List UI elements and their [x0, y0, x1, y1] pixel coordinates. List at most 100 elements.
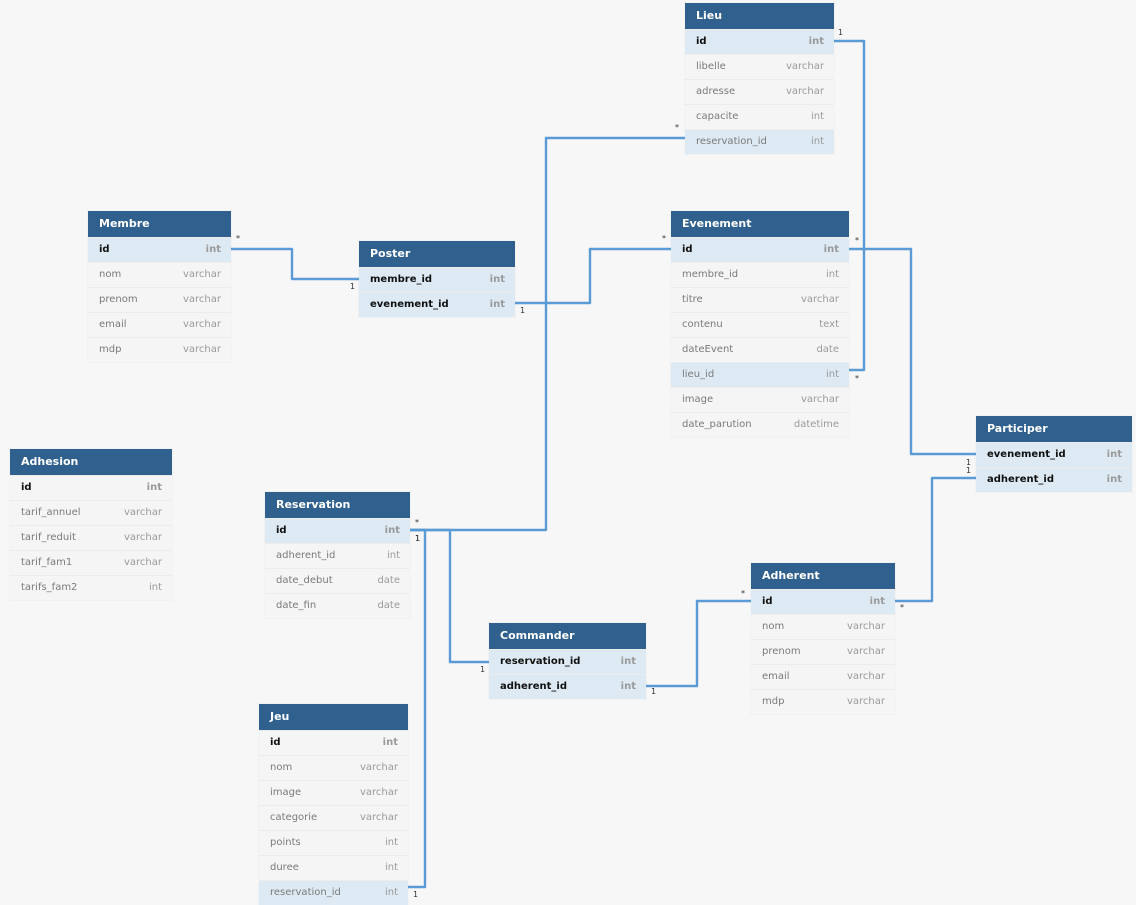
column-type: varchar	[359, 762, 398, 773]
column-type: int	[810, 136, 824, 147]
table-header[interactable]: Poster	[359, 241, 515, 267]
table-header[interactable]: Adhesion	[10, 449, 172, 475]
column-type: date	[377, 575, 400, 586]
table-header[interactable]: Jeu	[259, 704, 408, 730]
column-type: varchar	[123, 557, 162, 568]
column-name: mdp	[762, 696, 785, 707]
table-header[interactable]: Lieu	[685, 3, 834, 29]
column-type: int	[384, 837, 398, 848]
column-row[interactable]: dateEvent date	[671, 337, 849, 362]
column-type: varchar	[800, 294, 839, 305]
column-row[interactable]: points int	[259, 830, 408, 855]
column-name: prenom	[762, 646, 801, 657]
column-row[interactable]: id int	[671, 237, 849, 262]
column-type: varchar	[123, 507, 162, 518]
column-type: date	[377, 600, 400, 611]
column-row[interactable]: tarif_annuel varchar	[10, 500, 172, 525]
column-name: tarif_annuel	[21, 507, 81, 518]
column-name: membre_id	[682, 269, 739, 280]
column-type: varchar	[846, 621, 885, 632]
column-name: lieu_id	[682, 369, 715, 380]
table-header[interactable]: Commander	[489, 623, 646, 649]
column-type: varchar	[359, 787, 398, 798]
column-row[interactable]: libelle varchar	[685, 54, 834, 79]
column-type: int	[825, 369, 839, 380]
table-header[interactable]: Adherent	[751, 563, 895, 589]
table-header[interactable]: Membre	[88, 211, 231, 237]
column-row[interactable]: nom varchar	[751, 614, 895, 639]
column-name: dateEvent	[682, 344, 734, 355]
column-row[interactable]: lieu_id int	[671, 362, 849, 387]
table-header[interactable]: Evenement	[671, 211, 849, 237]
column-type: int	[489, 299, 505, 310]
column-type: date	[816, 344, 839, 355]
column-type: int	[810, 111, 824, 122]
column-type: int	[148, 582, 162, 593]
column-type: int	[205, 244, 221, 255]
column-type: varchar	[785, 61, 824, 72]
column-name: id	[682, 244, 693, 255]
table-header[interactable]: Participer	[976, 416, 1132, 442]
column-name: nom	[762, 621, 785, 632]
column-name: categorie	[270, 812, 318, 823]
column-type: int	[1106, 474, 1122, 485]
column-type: varchar	[182, 269, 221, 280]
column-name: id	[762, 596, 773, 607]
column-type: text	[819, 319, 839, 330]
table-header[interactable]: Reservation	[265, 492, 410, 518]
column-type: varchar	[800, 394, 839, 405]
column-name: points	[270, 837, 301, 848]
column-row[interactable]: categorie varchar	[259, 805, 408, 830]
column-name: libelle	[696, 61, 726, 72]
column-type: int	[823, 244, 839, 255]
column-type: varchar	[359, 812, 398, 823]
